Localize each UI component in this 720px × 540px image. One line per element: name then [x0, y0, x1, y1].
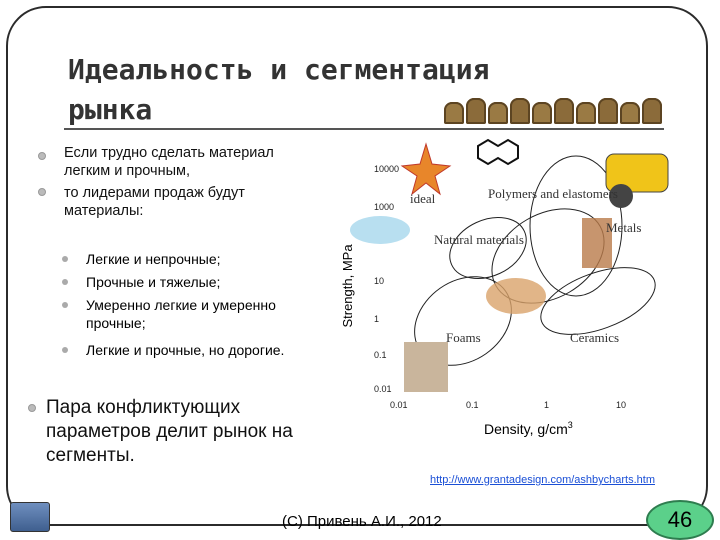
- road-roller-icon: [605, 153, 669, 193]
- chart-xlabel-text: Density, g/cm: [484, 421, 568, 437]
- conclusion-text: Пара конфликтующих параметров делит рыно…: [46, 397, 293, 466]
- polymers-label: Polymers and elastomers: [488, 186, 618, 201]
- natural-materials-bubble: [449, 217, 527, 279]
- chart-ylabel: Strength, MPa: [340, 244, 355, 328]
- annotation-foams: Foams: [446, 330, 481, 345]
- annotation-ceramics: Ceramics: [570, 330, 619, 345]
- bullet-icon: [38, 188, 46, 196]
- ideal-star-icon: [400, 142, 452, 196]
- statue-figure: [554, 98, 574, 124]
- statue-figure: [444, 102, 464, 124]
- y-tick-label: 0.1: [374, 350, 387, 360]
- sub-bullet-icon: [62, 279, 68, 285]
- statue-figure: [510, 98, 530, 124]
- annotation-natural-materials: Natural materials: [434, 232, 524, 247]
- chart-xlabel-superscript: 3: [568, 420, 573, 430]
- annotation-metals: Metals: [606, 220, 641, 235]
- cork-image: [404, 342, 448, 392]
- aerogel-hand-image: [350, 216, 410, 244]
- sub-bullet-icon: [62, 347, 68, 353]
- slide-title: Идеальность и сегментация рынка: [68, 53, 490, 126]
- y-tick-label: 10: [374, 276, 384, 286]
- bullet-text: Если трудно сделать материал легким и пр…: [64, 145, 274, 179]
- source-link[interactable]: http://www.grantadesign.com/ashbycharts.…: [430, 474, 655, 486]
- chart-xlabel: Density, g/cm3: [484, 420, 573, 437]
- sub-bullet-text: Умеренно легкие и умеренно прочные;: [86, 297, 276, 331]
- material-bubbles: [414, 155, 656, 366]
- sub-bullet-text: Прочные и тяжелые;: [86, 274, 221, 290]
- statue-figure: [576, 102, 596, 124]
- sub-bullet-text: Легкие и прочные, но дорогие.: [86, 342, 285, 358]
- x-tick-label: 10: [616, 400, 626, 410]
- graphene-structure: [477, 138, 519, 166]
- statue-figure: [466, 98, 486, 124]
- page-number: 46: [646, 500, 714, 540]
- sub-bullet-icon: [62, 302, 68, 308]
- bullet-icon: [38, 152, 46, 160]
- bullet-text: то лидерами продаж будут материалы:: [64, 185, 245, 219]
- wood-image: [486, 278, 546, 314]
- y-tick-label: 1: [374, 314, 379, 324]
- statue-figure: [620, 102, 640, 124]
- statue-figure: [488, 102, 508, 124]
- statue-figure: [642, 98, 662, 124]
- title-divider: [64, 128, 664, 130]
- x-tick-label: 0.01: [390, 400, 408, 410]
- y-tick-label: 10000: [374, 164, 399, 174]
- bullet-icon: [28, 404, 36, 412]
- sub-bullet-icon: [62, 256, 68, 262]
- ceramics-bubble: [540, 267, 656, 335]
- y-tick-label: 1000: [374, 202, 394, 212]
- metals-bubble: [529, 155, 623, 297]
- statues-image: [444, 96, 668, 124]
- sub-bullet-text: Легкие и непрочные;: [86, 251, 221, 267]
- y-tick-labels: 10000 1000 10 1 0.1 0.01: [374, 164, 399, 394]
- statue-figure: [532, 102, 552, 124]
- x-tick-labels: 0.01 0.1 1 10: [390, 400, 626, 410]
- footer-copyright: (C) Привень А.И., 2012: [282, 513, 442, 530]
- ashby-chart: Strength, MPa 10000 1000 10 1 0.1 0.01 0…: [338, 136, 678, 456]
- slide-frame: [6, 6, 708, 526]
- vase-image: [582, 218, 612, 268]
- y-tick-label: 0.01: [374, 384, 392, 394]
- annotation-polymers: Polymers and elastomers: [488, 186, 618, 201]
- annotation-ideal: ideal: [410, 191, 436, 206]
- roller-wheel: [609, 184, 633, 208]
- statue-figure: [598, 98, 618, 124]
- home-button[interactable]: [10, 502, 50, 532]
- x-tick-label: 1: [544, 400, 549, 410]
- graphene-icon: [477, 138, 519, 166]
- x-tick-label: 0.1: [466, 400, 479, 410]
